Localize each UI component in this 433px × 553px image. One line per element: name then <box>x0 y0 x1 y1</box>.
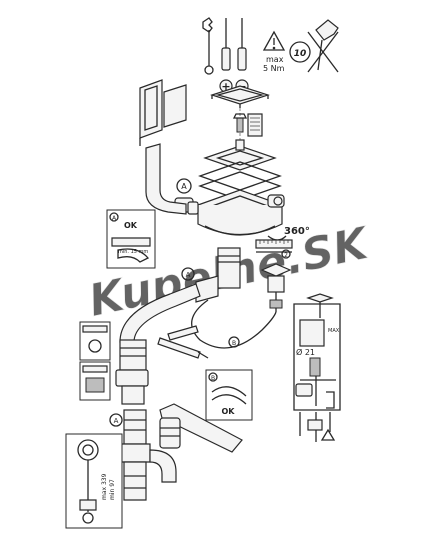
spring-clip <box>247 113 263 137</box>
inset-dimensions: max 339 min 97 <box>65 433 123 529</box>
min-97-label: min 97 <box>109 479 116 500</box>
letter-a-top: A <box>181 182 187 191</box>
no-drill-icon: 10 <box>289 19 339 73</box>
cleaning-brush <box>157 337 209 359</box>
diameter-label: Ø 21 <box>296 347 315 357</box>
screwdriver-plus-icon: + <box>219 18 233 93</box>
letter-b-inset: B <box>211 375 215 382</box>
inset-length-detail: A OK min. 15 mm <box>106 209 156 269</box>
min-length-label: min. 15 mm <box>118 249 148 255</box>
connector-nut-a: A <box>181 267 195 281</box>
step-10-label: 10 <box>294 49 307 59</box>
flexible-cable: B <box>191 299 277 349</box>
lower-pipe-assembly: A <box>109 403 243 501</box>
inset-cleaning-plate-top <box>79 321 111 361</box>
torque-line-2: 5 Nm <box>263 64 285 73</box>
letter-b-cable: B <box>232 340 236 347</box>
inset-cable-ok: B OK <box>205 369 253 421</box>
max-339-label: max 339 <box>101 473 108 500</box>
overflow-nut: A <box>176 178 199 215</box>
right-detail-panel: MAX Ø 21 <box>293 293 341 411</box>
torque-label: max 5 Nm <box>263 55 286 73</box>
screwdriver-minus-icon: − <box>235 18 249 93</box>
overflow-cover <box>139 79 187 146</box>
drain-outlet-pipe <box>195 247 241 303</box>
siphon-pipe-assembly <box>115 283 201 405</box>
rotation-label: 360° <box>284 226 310 237</box>
ok-label-inset: OK <box>124 221 138 230</box>
letter-a-lower: A <box>114 417 119 425</box>
right-lower-detail <box>299 412 336 442</box>
drain-flange <box>203 139 277 171</box>
step-2-label: 2 <box>284 252 288 259</box>
overflow-pipe <box>145 143 187 215</box>
torque-line-1: max <box>266 55 284 64</box>
drain-grid-cover <box>210 85 270 108</box>
plus-label: + <box>221 80 230 93</box>
warning-triangle-icon <box>262 30 286 51</box>
inset-cleaning-plate-bottom <box>79 361 111 401</box>
letter-a-mid: A <box>186 271 191 279</box>
ok-label-cable: OK <box>222 407 236 416</box>
letter-a-inset: A <box>112 215 117 222</box>
max-short-label: MAX <box>328 328 340 334</box>
wrench-icon <box>202 17 214 75</box>
pop-up-plug <box>260 263 292 312</box>
depth-ruler: 2 <box>255 239 293 259</box>
